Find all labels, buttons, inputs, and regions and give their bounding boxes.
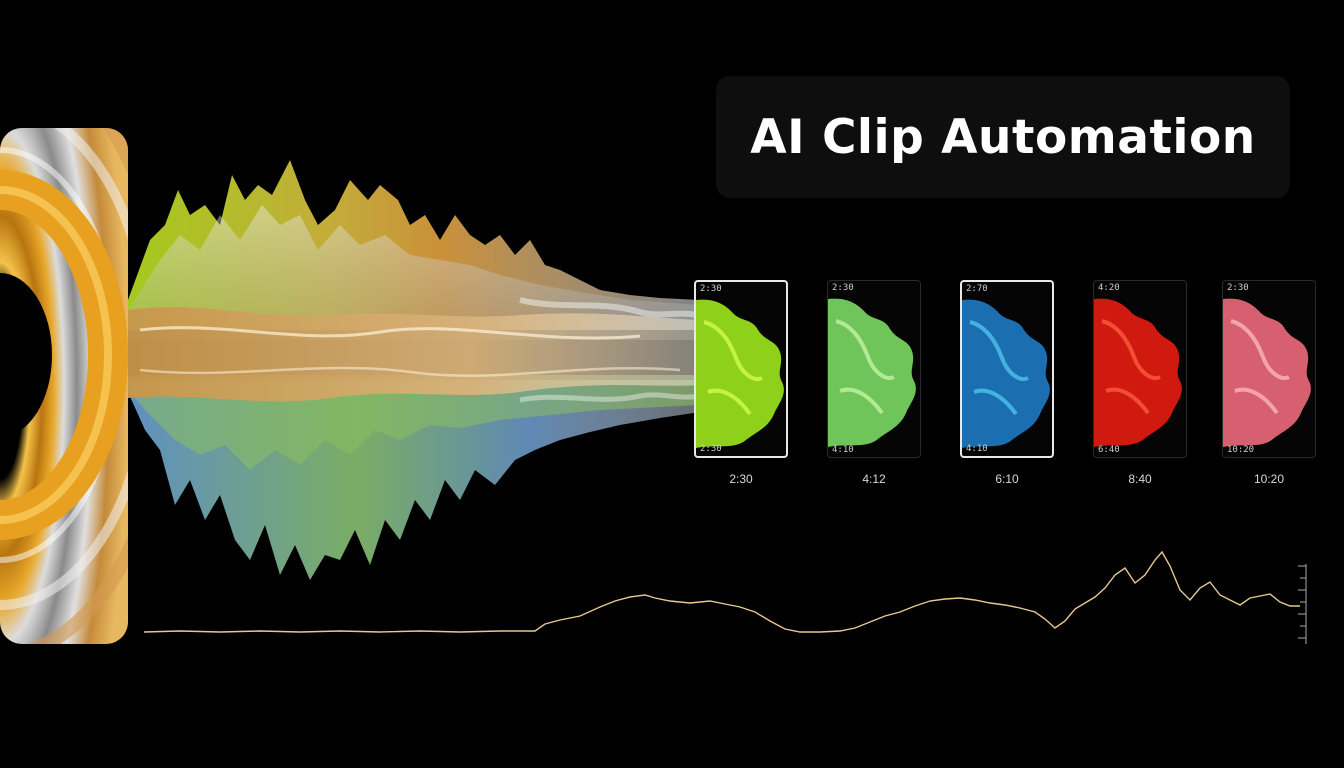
clip-timestamp: 2:30 xyxy=(729,472,753,486)
clip-blob xyxy=(828,298,916,447)
clip-blob-graphic xyxy=(1094,298,1182,447)
clip-blob-highlight xyxy=(1230,319,1290,415)
clip-end-time: 2:30 xyxy=(700,444,722,454)
clip-end-time: 10:20 xyxy=(1227,445,1255,455)
audio-waveform xyxy=(143,550,1307,644)
clip-blob-highlight xyxy=(1101,319,1161,415)
clip-blob-highlight xyxy=(835,319,895,415)
clip-blob-graphic xyxy=(696,299,784,448)
clip-thumbnail[interactable]: 4:20 6:40 xyxy=(1093,280,1187,458)
clip-blob xyxy=(1094,298,1182,447)
clip-start-time: 2:30 xyxy=(1227,283,1249,293)
clip-blob xyxy=(1223,298,1311,447)
page-title: AI Clip Automation xyxy=(750,109,1256,165)
clip-end-time: 4:10 xyxy=(966,444,988,454)
clip-blob xyxy=(696,299,784,448)
clip-blob-graphic xyxy=(962,299,1050,448)
clip-timestamp: 8:40 xyxy=(1128,472,1152,486)
clip-timestamp: 4:12 xyxy=(862,472,886,486)
clip-start-time: 2:30 xyxy=(700,284,722,294)
clip-start-time: 2:30 xyxy=(832,283,854,293)
source-ring-graphic xyxy=(0,128,128,644)
fluid-audio-stream xyxy=(128,160,701,580)
clip-timestamp: 6:10 xyxy=(995,472,1019,486)
clip-blob-graphic xyxy=(1223,298,1311,447)
clip-end-time: 4:10 xyxy=(832,445,854,455)
clip-thumbnail[interactable]: 2:70 4:10 xyxy=(960,280,1054,458)
clip-thumbnail[interactable]: 2:30 10:20 xyxy=(1222,280,1316,458)
clip-blob-highlight xyxy=(703,320,763,416)
clip-blob xyxy=(962,299,1050,448)
clip-blob-graphic xyxy=(828,298,916,447)
clip-start-time: 2:70 xyxy=(966,284,988,294)
clip-thumbnail[interactable]: 2:30 4:10 xyxy=(827,280,921,458)
clip-start-time: 4:20 xyxy=(1098,283,1120,293)
clip-blob-highlight xyxy=(969,320,1029,416)
clip-thumbnail[interactable]: 2:30 2:30 xyxy=(694,280,788,458)
title-panel: AI Clip Automation xyxy=(716,76,1290,198)
clip-timestamp: 10:20 xyxy=(1253,472,1285,486)
clip-end-time: 6:40 xyxy=(1098,445,1120,455)
